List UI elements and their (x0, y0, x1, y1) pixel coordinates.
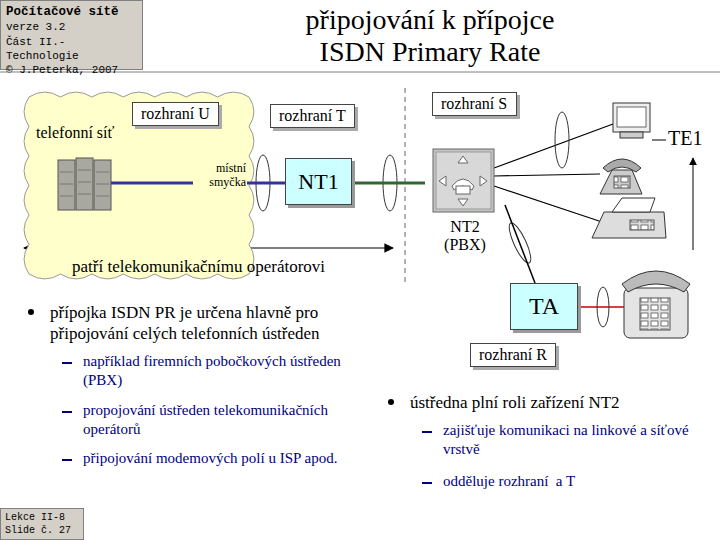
te1-leader (652, 140, 666, 141)
connector-line (352, 182, 425, 185)
node-text: NT2 (PBX) (435, 218, 495, 254)
fax-icon (592, 198, 666, 238)
text-label: přípojka ISDN PR je určena hlavně pro př… (50, 302, 385, 345)
label-text: propojování ústředen telekomunikačních o… (83, 401, 343, 439)
text-label: patří telekomunikačnímu operátorovi (72, 256, 325, 277)
text-label: zajišťuje komunikaci na linkové a síťové… (443, 421, 693, 459)
text-label: ústředna plní roli zařízení NT2 (410, 392, 710, 413)
analog-phone-icon (622, 271, 690, 338)
node-text: rozhraní R (479, 346, 547, 364)
node-text: Lekce II-8 (5, 512, 79, 525)
interface-box: rozhraní S (432, 92, 517, 116)
label-text: připojování modemových polí u ISP apod. (83, 449, 343, 468)
interface-box: rozhraní T (270, 104, 355, 128)
te1-arrow (693, 158, 694, 250)
adapter-box: TA (510, 283, 578, 330)
text-label: TE1 (668, 126, 702, 151)
computer-icon (613, 103, 650, 138)
node-text: NT1 (298, 169, 338, 195)
label-text: patří telekomunikačnímu operátorovi (72, 256, 325, 277)
bullet-dash (62, 459, 72, 461)
connector-line (258, 182, 285, 185)
node-text: TA (529, 293, 559, 320)
bullet-dash (62, 411, 72, 413)
label-text: zajišťuje komunikaci na linkové a síťové… (443, 421, 693, 459)
text-label: odděluje rozhraní a T (443, 472, 693, 491)
interface-ellipse (555, 112, 569, 168)
header-box: Počítačové sítěverze 3.2Část II.-Technol… (0, 0, 143, 70)
pbx-node: NT2 (PBX) (425, 148, 505, 265)
node-text: verze 3.2 (6, 20, 137, 34)
node-text: rozhraní U (141, 105, 210, 123)
footer-box: Lekce II-8Slide č. 27 (0, 508, 84, 540)
node-text: Počítačové sítě (6, 4, 137, 20)
node-text: rozhraní S (441, 95, 507, 113)
pbx-icon (432, 148, 496, 214)
interface-ellipse (597, 287, 609, 327)
bullet-dash (422, 482, 432, 484)
label-text: přípojka ISDN PR je určena hlavně pro př… (50, 302, 385, 345)
connector-line (505, 205, 535, 283)
interface-box: rozhraní U (132, 102, 219, 126)
node-text: telefonní síť (36, 124, 114, 142)
bullet-dash (422, 431, 432, 433)
node-text: © J.Peterka, 2007 (6, 63, 137, 77)
boundary-dash (405, 88, 406, 282)
analog-wire (578, 306, 624, 308)
bullet-dot (28, 309, 34, 315)
slide-title: připojování k přípojce ISDN Primary Rate (275, 4, 585, 68)
telephone-icon (600, 159, 642, 194)
label-text: TE1 (668, 126, 702, 151)
label-text: například firemních pobočkových ústředen… (83, 352, 343, 390)
text-label: propojování ústředen telekomunikačních o… (83, 401, 343, 439)
label-text: ústředna plní roli zařízení NT2 (410, 392, 710, 413)
bullet-dash (62, 362, 72, 364)
te-wires (494, 124, 613, 222)
bullet-dot (388, 399, 394, 405)
node-text: Slide č. 27 (5, 525, 79, 538)
node-text: rozhraní T (279, 107, 346, 125)
label-text: odděluje rozhraní a T (443, 472, 693, 491)
text-label: například firemních pobočkových ústředen… (83, 352, 343, 390)
edge-label: místní smyčka (193, 161, 247, 190)
text-label: připojování modemových polí u ISP apod. (83, 449, 343, 468)
device-box: NT1 (285, 158, 352, 205)
node-text: Část II.-Technologie (6, 35, 137, 64)
interface-box: rozhraní R (470, 343, 556, 367)
